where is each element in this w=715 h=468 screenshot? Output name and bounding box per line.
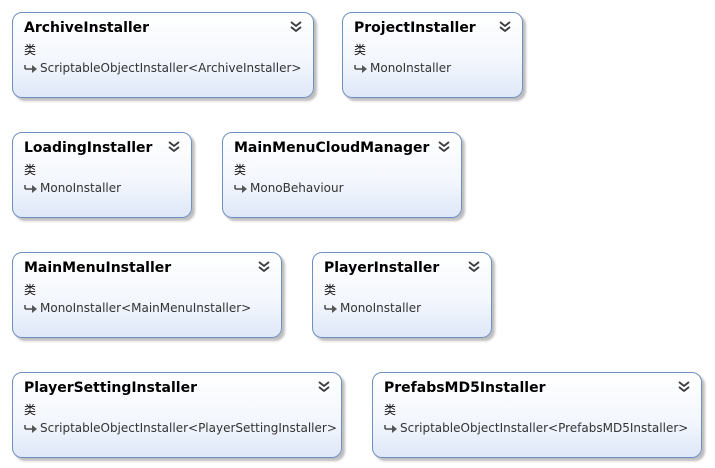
class-name: PlayerInstaller — [324, 260, 440, 276]
inheritance-arrow-icon — [324, 303, 338, 313]
base-class-row: MonoBehaviour — [234, 181, 344, 195]
collapse-chevron-icon[interactable] — [498, 19, 512, 33]
base-class-row: ScriptableObjectInstaller<ArchiveInstall… — [24, 61, 301, 75]
inheritance-arrow-icon — [24, 303, 38, 313]
inheritance-arrow-icon — [24, 423, 38, 433]
base-class-row: ScriptableObjectInstaller<PlayerSettingI… — [24, 421, 337, 435]
base-class-row: MonoInstaller — [24, 181, 121, 195]
inheritance-arrow-icon — [24, 63, 38, 73]
base-class-label: MonoInstaller — [40, 181, 122, 195]
collapse-chevron-icon[interactable] — [317, 379, 331, 393]
collapse-chevron-icon[interactable] — [289, 19, 303, 33]
base-class-label: MonoInstaller<MainMenuInstaller> — [40, 301, 252, 315]
class-name: MainMenuCloudManager — [234, 140, 430, 156]
base-class-label: MonoInstaller — [370, 61, 452, 75]
base-class-row: MonoInstaller — [324, 301, 421, 315]
class-name: ArchiveInstaller — [24, 20, 150, 36]
inheritance-arrow-icon — [354, 63, 368, 73]
collapse-chevron-icon[interactable] — [467, 259, 481, 273]
class-stereotype: 类 — [384, 403, 397, 417]
collapse-chevron-icon[interactable] — [257, 259, 271, 273]
class-name: PrefabsMD5Installer — [384, 380, 546, 396]
class-stereotype: 类 — [24, 403, 37, 417]
base-class-label: MonoBehaviour — [250, 181, 344, 195]
base-class-label: ScriptableObjectInstaller<PrefabsMD5Inst… — [400, 421, 689, 435]
class-stereotype: 类 — [324, 283, 337, 297]
class-name: LoadingInstaller — [24, 140, 153, 156]
base-class-row: MonoInstaller — [354, 61, 451, 75]
base-class-row: ScriptableObjectInstaller<PrefabsMD5Inst… — [384, 421, 688, 435]
class-name: MainMenuInstaller — [24, 260, 172, 276]
class-stereotype: 类 — [234, 163, 247, 177]
class-stereotype: 类 — [24, 163, 37, 177]
inheritance-arrow-icon — [384, 423, 398, 433]
base-class-label: MonoInstaller — [340, 301, 422, 315]
class-stereotype: 类 — [24, 283, 37, 297]
inheritance-arrow-icon — [24, 183, 38, 193]
class-stereotype: 类 — [24, 43, 37, 57]
base-class-label: ScriptableObjectInstaller<ArchiveInstall… — [40, 61, 302, 75]
inheritance-arrow-icon — [234, 183, 248, 193]
collapse-chevron-icon[interactable] — [437, 139, 451, 153]
class-stereotype: 类 — [354, 43, 367, 57]
base-class-label: ScriptableObjectInstaller<PlayerSettingI… — [40, 421, 337, 435]
base-class-row: MonoInstaller<MainMenuInstaller> — [24, 301, 251, 315]
class-name: PlayerSettingInstaller — [24, 380, 197, 396]
collapse-chevron-icon[interactable] — [167, 139, 181, 153]
class-name: ProjectInstaller — [354, 20, 476, 36]
collapse-chevron-icon[interactable] — [677, 379, 691, 393]
